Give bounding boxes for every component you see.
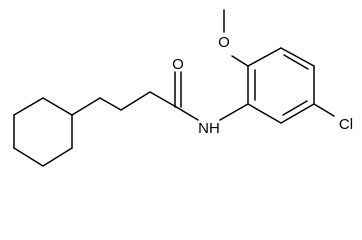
chain-bond [99, 97, 122, 111]
ring-bond [13, 147, 44, 167]
alkyl-chain [71, 91, 179, 116]
chlorine-label: Cl [339, 116, 353, 133]
ring-bond [42, 147, 73, 167]
structure-diagram: O NH O Cl [13, 9, 353, 167]
chain-bond [71, 97, 101, 116]
chain-bond [149, 91, 179, 109]
chloro-group: Cl [313, 103, 353, 133]
aromatic-inner-bond [282, 100, 308, 116]
aryl-chlorine-bond [313, 103, 335, 117]
amide-nitrogen-label: NH [198, 120, 220, 137]
ring-bond [42, 97, 73, 116]
chain-bond [120, 91, 151, 111]
ring-bond [280, 47, 315, 67]
methoxy-group: O [218, 9, 249, 67]
n-aryl-bond [219, 103, 249, 121]
methoxy-oxygen-label: O [218, 34, 230, 51]
ring-bond [247, 103, 282, 124]
ring-bond [13, 97, 44, 116]
carbonyl-group: O [172, 56, 184, 108]
aryl-oxygen-bond [231, 55, 249, 67]
carbonyl-oxygen-label: O [172, 56, 184, 73]
ring-bond [280, 103, 315, 124]
amide-bond [177, 107, 199, 121]
molecule-drawing: O NH O Cl [13, 9, 353, 167]
benzene-ring [247, 47, 315, 124]
cyclohexane-ring [13, 97, 73, 167]
aromatic-inner-bond [283, 54, 309, 70]
ring-bond [247, 47, 282, 67]
